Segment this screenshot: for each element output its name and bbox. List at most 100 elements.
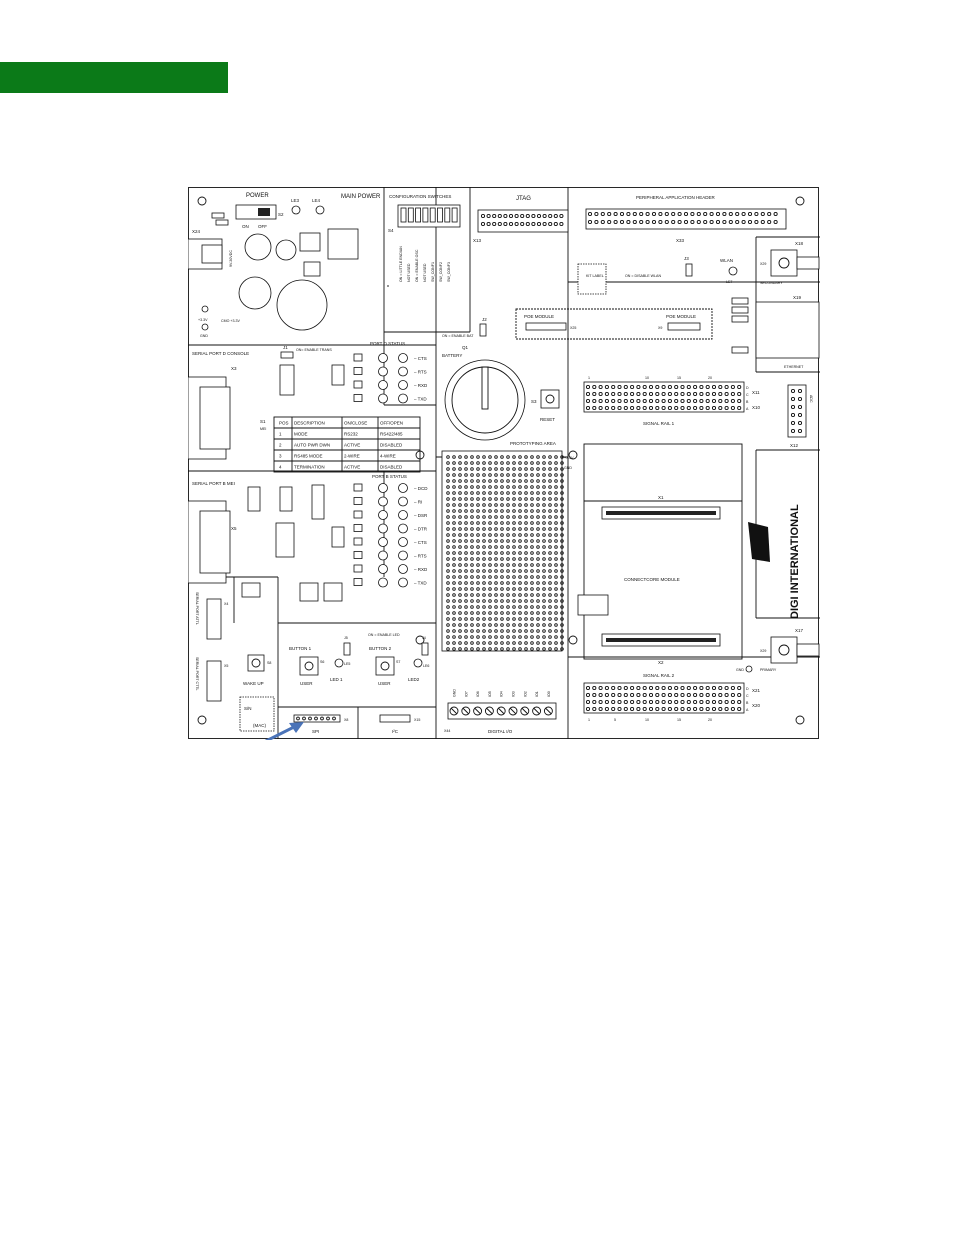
dip-switch-cell[interactable] — [444, 207, 451, 223]
proto-hole — [476, 497, 480, 501]
jtag-pin — [492, 221, 497, 227]
button-2[interactable] — [375, 656, 395, 676]
rail-pin — [661, 699, 666, 705]
gnd-testpoint[interactable] — [201, 323, 209, 331]
proto-hole — [500, 467, 504, 471]
x12-adc-header[interactable] — [787, 384, 807, 438]
rail-pin — [630, 699, 635, 705]
proto-hole — [530, 587, 534, 591]
plus33-testpoint[interactable] — [201, 305, 209, 313]
signal-rail-1[interactable] — [583, 381, 745, 413]
rail-pin — [585, 692, 591, 698]
dip-switch-cell[interactable] — [437, 207, 443, 223]
dip-switch-cell[interactable] — [422, 207, 429, 223]
signal-label: – DCD — [414, 486, 428, 491]
primary-antenna-connector[interactable] — [770, 636, 798, 664]
proto-hole — [542, 629, 546, 633]
header-pin — [754, 219, 759, 225]
ethernet-jack[interactable] — [755, 301, 820, 359]
header-pin — [594, 219, 599, 225]
signal-rail-2[interactable] — [583, 682, 745, 714]
rail-pin — [718, 398, 723, 404]
proto-hole — [458, 485, 462, 489]
j3-jumper[interactable] — [685, 263, 693, 277]
adc-pin — [790, 396, 796, 402]
s4-dip-switch[interactable] — [397, 204, 461, 228]
rail-pin — [661, 405, 666, 411]
rail-pin — [686, 405, 691, 411]
s4-label: S4 — [388, 228, 394, 233]
signal-label: – RI — [414, 500, 422, 505]
x5-ttl-header[interactable] — [206, 660, 222, 702]
x9-poe-header[interactable] — [667, 322, 701, 331]
x4-ttl-header[interactable] — [206, 598, 222, 640]
proto-hole — [518, 629, 522, 633]
dip-switch-cell[interactable] — [407, 207, 414, 223]
proto-hole — [458, 515, 462, 519]
proto-hole — [554, 461, 558, 465]
proto-hole — [512, 533, 516, 537]
adc-pin — [797, 412, 803, 418]
x13-jtag-header[interactable] — [477, 209, 569, 233]
proto-hole — [506, 479, 510, 483]
rail-pin — [655, 706, 660, 712]
svg-text:LE6: LE6 — [423, 664, 429, 668]
jtag-pin — [508, 221, 514, 227]
rail-pin — [642, 391, 647, 397]
wake-up-button[interactable] — [247, 654, 265, 672]
proto-hole — [452, 575, 456, 579]
proto-hole — [518, 605, 522, 609]
dip-switch-cell[interactable] — [451, 207, 458, 223]
j2-jumper[interactable] — [479, 323, 487, 337]
x15-i2c-header[interactable] — [379, 714, 411, 723]
proto-hole — [536, 545, 540, 549]
resistor — [353, 537, 363, 546]
wlan-label: WLAN — [720, 258, 733, 263]
mei-label: MEI — [260, 427, 266, 431]
rail-pin — [667, 384, 672, 390]
proto-hole — [452, 635, 456, 639]
proto-hole — [482, 455, 486, 459]
digital-io-terminal-block[interactable] — [447, 702, 557, 720]
proto-hole — [512, 521, 516, 525]
proto-hole — [464, 593, 468, 597]
poe-module-1-label: POE MODULE — [524, 314, 554, 319]
dip-switch-cell[interactable] — [400, 207, 407, 223]
proto-hole — [548, 575, 552, 579]
s1-table-cell: RS422/485 — [380, 432, 403, 437]
j4-jumper[interactable] — [421, 642, 429, 656]
status-led — [398, 537, 408, 547]
proto-hole — [548, 521, 552, 525]
rail-pin — [699, 692, 704, 698]
j5-jumper[interactable] — [343, 642, 351, 656]
proto-hole — [536, 635, 540, 639]
j1-jumper[interactable] — [280, 351, 294, 359]
dip-switch-cell[interactable] — [415, 207, 422, 223]
proto-hole — [488, 479, 492, 483]
proto-hole — [494, 485, 498, 489]
proto-hole — [482, 611, 486, 615]
rail-pin — [718, 685, 723, 691]
proto-hole — [560, 593, 564, 597]
mount-hole — [795, 196, 805, 206]
proto-hole — [530, 593, 534, 597]
rail-number: 5 — [614, 718, 616, 722]
dip-switch-cell[interactable] — [429, 207, 436, 223]
status-led — [378, 496, 388, 507]
proto-hole — [506, 611, 510, 615]
proto-hole — [560, 569, 564, 573]
signal-label: – TXD — [414, 397, 427, 402]
plus33-rail-label: +3.3V — [564, 456, 574, 460]
reset-button[interactable] — [540, 389, 560, 409]
proto-hole — [548, 533, 552, 537]
prototyping-grid[interactable] — [441, 450, 563, 652]
proto-hole — [446, 641, 450, 645]
x18-label: X18 — [795, 241, 804, 246]
header-pin — [722, 219, 727, 225]
button-1[interactable] — [299, 656, 319, 676]
proto-hole — [542, 647, 546, 651]
secondary-antenna-connector[interactable] — [770, 249, 798, 277]
x25-poe-header[interactable] — [525, 322, 567, 331]
proto-hole — [530, 503, 534, 507]
s8-dip[interactable] — [241, 582, 261, 598]
